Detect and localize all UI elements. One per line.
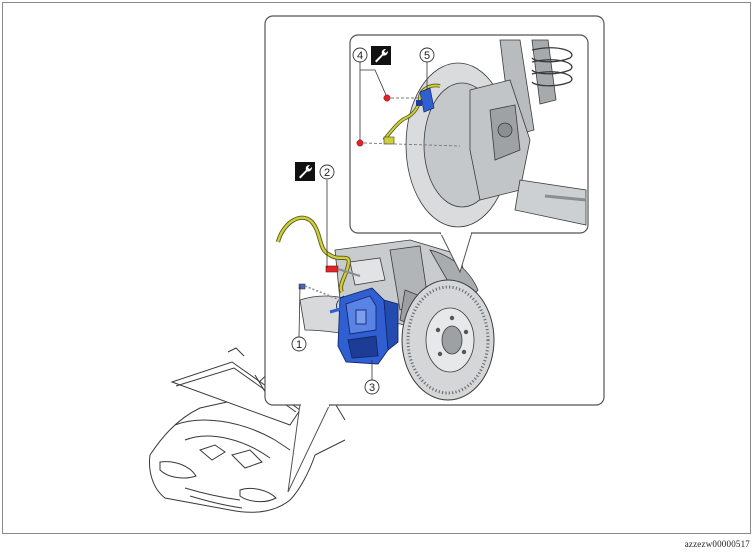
inset-bolt-upper <box>383 94 422 102</box>
svg-text:2: 2 <box>324 167 330 179</box>
callout-5: 5 <box>419 47 435 63</box>
bracket-bolt <box>329 306 345 314</box>
caliper-bolt-lower <box>298 283 341 301</box>
wrench-icon <box>371 46 391 65</box>
caliper-bolt-upper <box>325 265 361 277</box>
harness-clip <box>383 136 395 145</box>
brake-caliper <box>336 287 399 365</box>
svg-text:3: 3 <box>369 382 375 394</box>
svg-text:1: 1 <box>296 339 302 351</box>
figure-id-label: azzezw00000517 <box>684 539 750 549</box>
callout-leaders <box>298 180 373 380</box>
inset-knuckle-assembly <box>405 39 587 228</box>
callout-1: 1 <box>291 336 307 352</box>
brake-rotor <box>401 279 495 401</box>
callout-3: 3 <box>364 379 380 395</box>
wrench-icon <box>295 162 315 181</box>
inset-bolt-lower <box>356 139 461 147</box>
svg-text:5: 5 <box>424 50 430 62</box>
svg-text:4: 4 <box>357 50 363 62</box>
callout-4: 4 <box>352 47 368 63</box>
callout-4-leader-upper <box>360 69 387 96</box>
callout-2: 2 <box>319 164 335 180</box>
